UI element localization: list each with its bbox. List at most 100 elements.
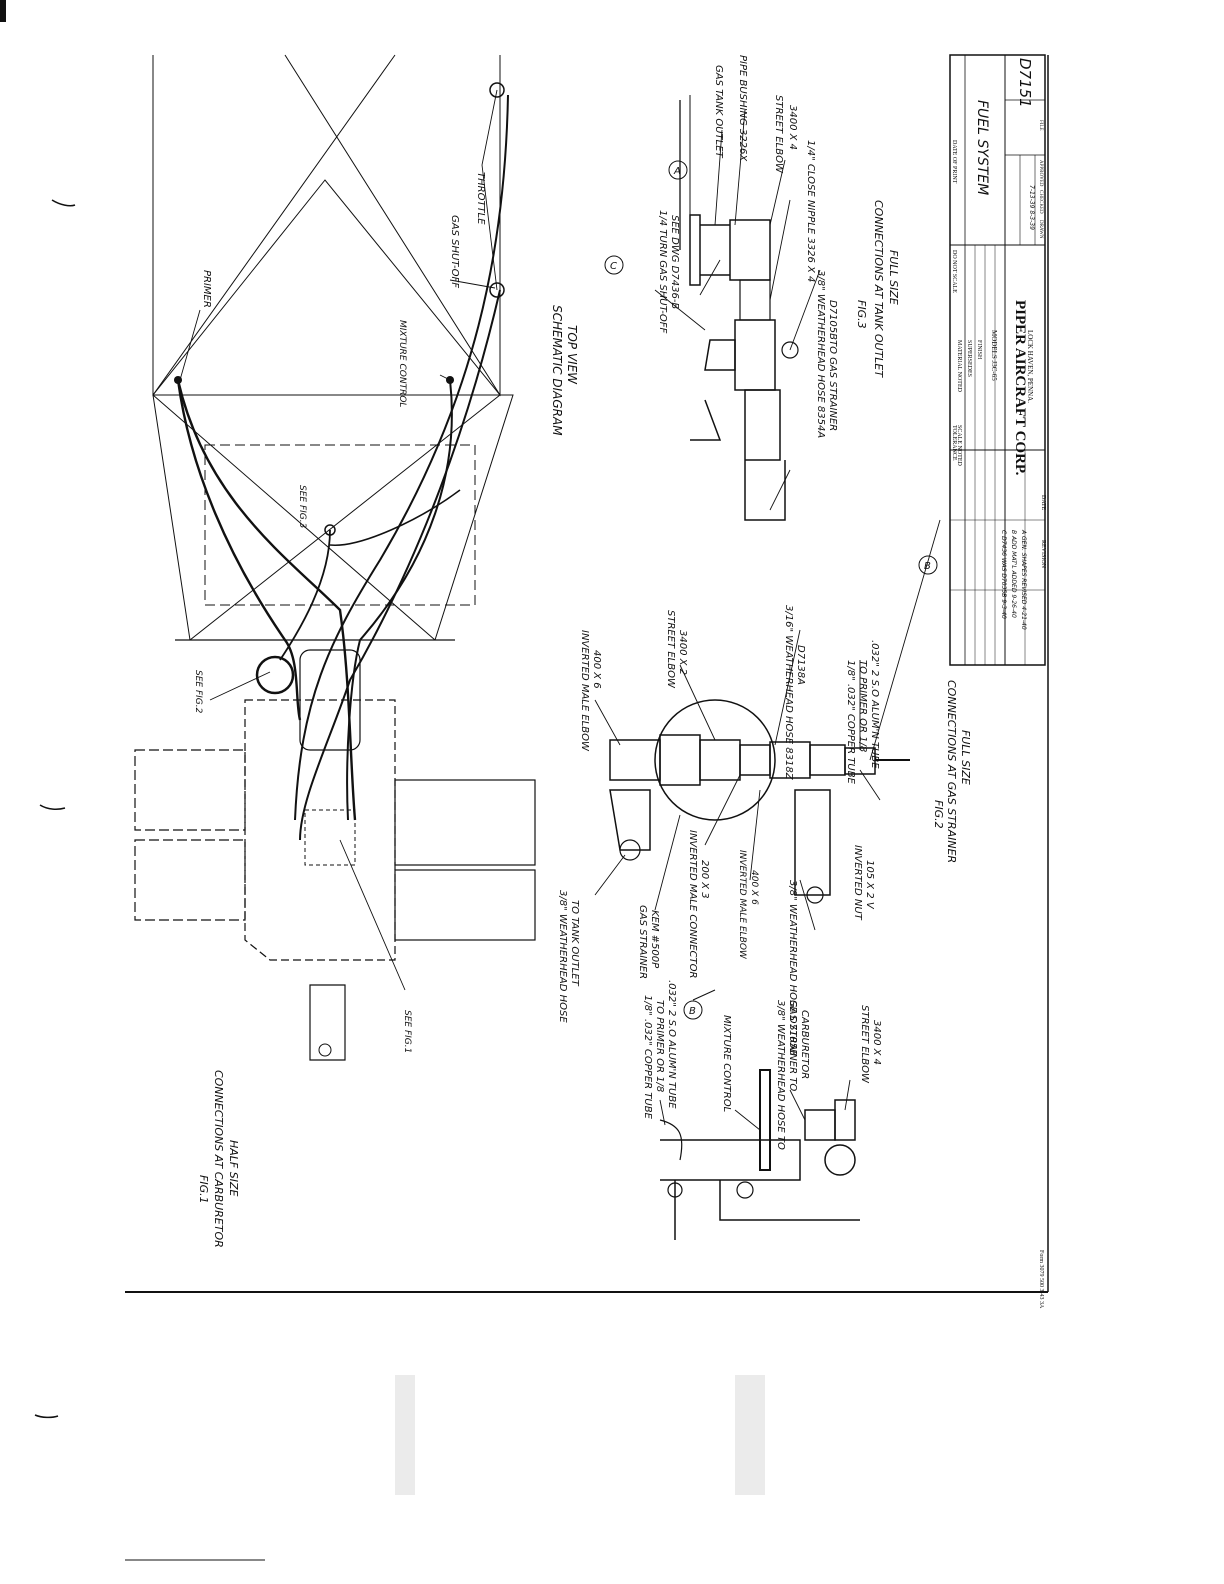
- fig2-copper-tube: 1/8" .032" COPPER TUBE: [845, 660, 856, 785]
- fig2-inverted-male-connector: INVERTED MALE CONNECTOR: [687, 830, 698, 978]
- fig2-inverted-male-elbow-bot-no: 400 X 6: [749, 870, 759, 905]
- scan-noise-1: [395, 1375, 415, 1495]
- title-revision-header: REVISION: [1040, 540, 1046, 569]
- title-revision-a: A GEN. SHAPES REVISED 4-21-40: [1020, 529, 1027, 630]
- title-scale: SCALE NOTED: [956, 425, 962, 466]
- fig3-street-elbow: STREET ELBOW: [773, 95, 784, 174]
- fig1-to-primer: TO PRIMER OR 1/8: [654, 1000, 665, 1092]
- title-revision-c: C D7436 WAS D7035B 9-3-40: [1000, 530, 1007, 619]
- title-tolerance: TOLERANCE: [951, 425, 957, 461]
- title-models: MODELS J3C-65: [990, 330, 998, 381]
- fig3-tank-outlet: A C GAS TANK OUTLET PIPE BUSHING 3226X S…: [604, 55, 900, 521]
- fig2-subtitle1: CONNECTIONS AT GAS STRAINER: [945, 680, 958, 863]
- fig3-nipple: [739, 279, 771, 321]
- see-fig3-label: SEE FIG.3: [297, 485, 307, 529]
- fig2-hose-to-carb: [794, 789, 831, 896]
- title-supersedes: SUPERSEDES: [966, 340, 972, 377]
- fig2-inverted-male-elbow-top-no: 400 X 6: [591, 650, 602, 689]
- scan-mark-2: [39, 804, 66, 810]
- see-fig1-label: SEE FIG.1: [402, 1010, 412, 1053]
- fig1-leaders: [659, 1079, 851, 1131]
- fig3-subtitle2: FULL SIZE: [887, 250, 900, 305]
- fig3-gas-tank-outlet: GAS TANK OUTLET: [713, 65, 724, 159]
- fig1-street-elbow-no: 3400 X 4: [871, 1020, 882, 1065]
- fig1-alum-tube: .032" 2 S.O ALUM'N TUBE: [666, 980, 677, 1109]
- schematic-title: SCHEMATIC DIAGRAM: [550, 305, 564, 436]
- fig2-hose-3-16-no: D7138A: [795, 645, 806, 685]
- fig2-connector-no: 200 X 3: [699, 860, 710, 899]
- mixture-control-label: MIXTURE CONTROL: [397, 320, 407, 407]
- fig3-leaders: [654, 109, 821, 511]
- fig2-marker-b: B: [924, 561, 931, 572]
- fig2-subtitle2: FULL SIZE: [959, 730, 972, 785]
- fig1-street-elbow: STREET ELBOW: [859, 1005, 870, 1084]
- fig2-weatherhead-to-tank: 3/8" WEATHERHEAD HOSE: [557, 890, 568, 1023]
- fig3-street-elbow-no: 3400 X 4: [787, 105, 798, 150]
- title-file: FILE: [1038, 120, 1043, 131]
- schematic-subtitle: TOP VIEW: [565, 325, 579, 385]
- fig3-weatherhead-hose: 3/8" WEATHERHEAD HOSE 8354A: [815, 270, 826, 438]
- fig2-weatherhead-d7105b: 3/8" WEATHERHEAD HOSE D7105B: [787, 880, 798, 1056]
- title-revision-b: B ADD MAT'L ADDED 9-26-40: [1010, 530, 1017, 618]
- throttle-label: THROTTLE: [475, 172, 486, 225]
- fig2-inverted-nut: INVERTED NUT: [852, 845, 863, 921]
- fig2-strainer-bowl: [654, 699, 776, 821]
- title-date-header: DATE: [1040, 495, 1046, 511]
- title-material: MATERIAL NOTED: [956, 340, 962, 393]
- fig2-street-elbow: STREET ELBOW: [665, 610, 676, 689]
- fuel-tank-outline: [204, 444, 476, 606]
- schematic-diagram: PRIMER MIXTURE CONTROL GAS SHUT-OFF THRO…: [134, 54, 579, 1061]
- fig3-marker-c: C: [610, 261, 617, 272]
- fig3-pipe-bushing: PIPE BUSHING 3226X: [737, 55, 748, 162]
- title-drawing-no: D7151: [1016, 58, 1034, 108]
- fig3-hose-fitting: [744, 389, 786, 521]
- form-number: Form 3079 500 3-43 3A: [1038, 1250, 1044, 1309]
- fig1-mixture-control: MIXTURE CONTROL: [721, 1015, 732, 1112]
- scan-noise-2: [735, 1375, 765, 1495]
- fig1-fitting: [804, 1109, 836, 1141]
- fig2-gas-strainer: GAS STRAINER: [637, 905, 648, 979]
- fig3-marker-a: A: [673, 166, 681, 177]
- scan-mark-3: [34, 1414, 59, 1419]
- fig1-carburetor: CARBURETOR: [799, 1010, 810, 1079]
- fig2-leaders: [594, 629, 881, 931]
- see-fig2-label: SEE FIG.2: [193, 670, 203, 714]
- fig2-to-primer: TO PRIMER OR 1/8: [857, 660, 868, 752]
- fig2-hose-to-tank: [609, 789, 651, 851]
- bracing-wires: [152, 54, 501, 396]
- fig2-inverted-male-elbow-bot: INVERTED MALE ELBOW: [737, 850, 747, 960]
- cabin-cross-wires: [152, 394, 501, 641]
- fig2-inverted-male-elbow-top: INVERTED MALE ELBOW: [579, 630, 590, 752]
- fig3-tank-fittings: [689, 214, 771, 286]
- title-date-of-print: DATE OF PRINT: [951, 140, 957, 184]
- fig1-subtitle2: HALF SIZE: [227, 1140, 240, 1197]
- fig1-carburetor-body: [660, 1139, 860, 1240]
- fig1-marker-b: B: [689, 1006, 696, 1017]
- fig3-close-nipple: 1/4" CLOSE NIPPLE 3326 X 4: [805, 140, 816, 282]
- fig1-title: FIG.1: [197, 1175, 210, 1204]
- title-block: DATE OF PRINT DO NOT SCALE TOLERANCE SCA…: [949, 54, 1046, 666]
- title-checked: CHECKED: [1038, 190, 1043, 214]
- fig3-valve-handle: [690, 339, 736, 441]
- fig2-weatherhead-3-16: 3/16" WEATHERHEAD HOSE 8318Z: [783, 605, 794, 781]
- fig3-subtitle1: CONNECTIONS AT TANK OUTLET: [872, 200, 885, 378]
- fig2-street-elbow-no: 3400 X 2: [677, 630, 688, 675]
- fig2-to-tank-outlet: TO TANK OUTLET: [569, 900, 580, 987]
- title-finish: FINISH: [976, 340, 982, 360]
- scan-mark-1: [51, 199, 76, 207]
- fig2-title: FIG.2: [932, 800, 945, 829]
- fig3-see-dwg: SEE DWG D7436-B: [669, 215, 680, 309]
- fig1-subtitle1: CONNECTIONS AT CARBURETOR: [212, 1070, 225, 1248]
- leader-lines: [179, 89, 498, 991]
- fig3-shutoff-valve: [734, 319, 776, 391]
- fuselage-outline: [152, 55, 501, 397]
- fig1-mixture-arm: [759, 1069, 771, 1171]
- title-do-not-scale: DO NOT SCALE: [951, 250, 957, 293]
- title-company: PIPER AIRCRAFT CORP.: [1012, 300, 1028, 476]
- fig1-copper-tube: 1/8" .032" COPPER TUBE: [642, 995, 653, 1120]
- fig1-carburetor: B 1/8" .032" COPPER TUBE TO PRIMER OR 1/…: [197, 980, 882, 1248]
- fig1-weatherhead: 3/8" WEATHERHEAD HOSE TO: [775, 1000, 786, 1150]
- fig3-hose-no: D7105B: [827, 300, 838, 340]
- fig1-gas-strainer-to: GAS STRAINER TO: [787, 1000, 798, 1091]
